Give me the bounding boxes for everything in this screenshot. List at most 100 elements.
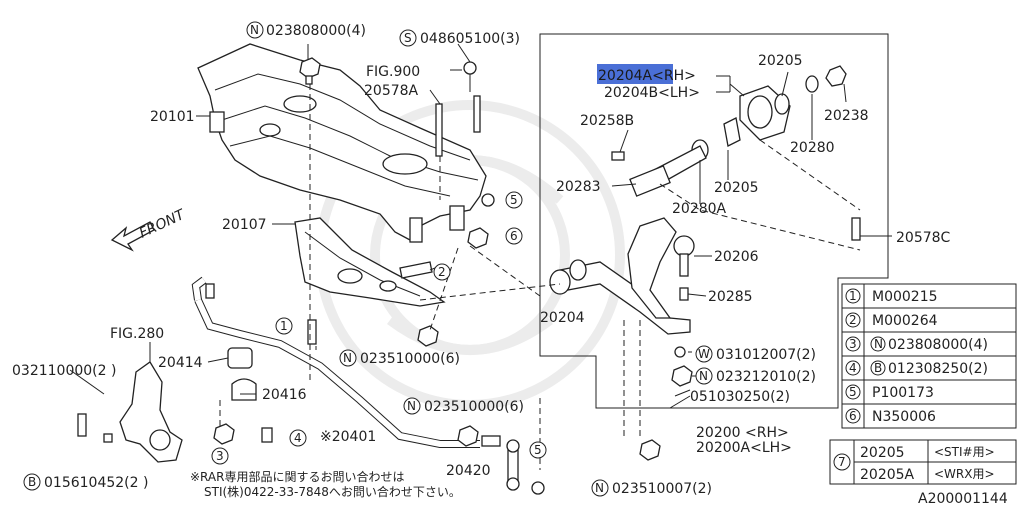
- front-label: FRONT: [137, 206, 188, 241]
- lower-arm-20200[interactable]: [549, 217, 691, 335]
- svg-text:6: 6: [849, 409, 857, 423]
- legend-7-num: 7: [838, 455, 846, 469]
- callout-20401[interactable]: ※20401: [320, 429, 376, 445]
- svg-text:1: 1: [280, 319, 288, 333]
- callout-023212010[interactable]: N 023212010(2): [695, 367, 816, 385]
- svg-text:20204A<RH>: 20204A<RH>: [598, 68, 696, 84]
- callout-20285[interactable]: 20285: [708, 289, 753, 305]
- footnote-line1: ※RAR専用部品に関するお問い合わせは: [190, 469, 404, 484]
- assembly-group-border: [539, 33, 889, 409]
- svg-text:N: N: [343, 351, 352, 365]
- callout-20205-top[interactable]: 20205: [758, 53, 803, 69]
- callout-015610452[interactable]: B 015610452(2 ): [23, 473, 148, 491]
- svg-text:023510007(2): 023510007(2): [612, 481, 712, 497]
- svg-text:N: N: [874, 337, 883, 351]
- callout-023510000-a[interactable]: N 023510000(6): [339, 349, 460, 367]
- callout-20280A[interactable]: 20280A: [672, 201, 727, 217]
- callout-20414[interactable]: 20414: [158, 355, 203, 371]
- legend-7-row-sti[interactable]: 20205 <STI#用>: [860, 445, 995, 461]
- ref-marker-3[interactable]: 3: [211, 447, 229, 465]
- knuckle-fig280[interactable]: [119, 361, 183, 463]
- svg-text:031012007(2): 031012007(2): [716, 347, 816, 363]
- svg-text:023808000(4): 023808000(4): [888, 337, 988, 353]
- svg-text:N: N: [699, 369, 708, 383]
- ref-marker-5[interactable]: 5: [529, 441, 547, 459]
- washer-20280[interactable]: [774, 65, 847, 115]
- legend-7-row-wrx[interactable]: 20205A <WRX用>: [860, 467, 995, 483]
- svg-text:6: 6: [510, 229, 518, 243]
- callout-fig280[interactable]: FIG.280: [110, 326, 164, 342]
- callout-032110000[interactable]: 032110000(2 ): [12, 363, 116, 379]
- callout-20206[interactable]: 20206: [714, 249, 759, 265]
- svg-text:023510000(6): 023510000(6): [360, 351, 460, 367]
- ref-marker-4[interactable]: 4: [289, 429, 307, 447]
- callout-20204A[interactable]: 20204A<RH>: [597, 64, 696, 84]
- callout-20101[interactable]: 20101: [150, 109, 195, 125]
- svg-text:N: N: [595, 481, 604, 495]
- svg-text:3: 3: [216, 449, 224, 463]
- callout-023510007[interactable]: N 023510007(2): [591, 479, 712, 497]
- ref-marker-6a[interactable]: 5: [505, 191, 523, 209]
- callout-023510000-b[interactable]: N 023510000(6): [403, 397, 524, 415]
- support-plate-20107[interactable]: [294, 217, 446, 307]
- callout-051030250[interactable]: 051030250(2): [690, 389, 790, 405]
- legend-7-table: 7 20205 <STI#用> 20205A <WRX用>: [829, 439, 1017, 485]
- legend-row-4[interactable]: 4 B 012308250(2): [845, 360, 988, 377]
- crossmember-20101[interactable]: [197, 43, 487, 243]
- legend-row-2[interactable]: 2 M000264: [845, 312, 938, 329]
- svg-text:20205: 20205: [860, 445, 905, 461]
- legend-row-5[interactable]: 5 P100173: [845, 384, 934, 401]
- svg-text:023808000(4): 023808000(4): [266, 23, 366, 39]
- fasteners: [77, 57, 861, 495]
- callout-048605100[interactable]: S 048605100(3): [399, 29, 520, 47]
- ref-marker-6b[interactable]: 6: [505, 227, 523, 245]
- svg-text:015610452(2 ): 015610452(2 ): [44, 475, 148, 491]
- stabilizer-bar-20401[interactable]: [191, 276, 480, 448]
- rear-bushing-20204A[interactable]: [629, 85, 791, 197]
- legend-table: 1 M000215 2 M000264 3 N 023808000(4) 4 B…: [841, 283, 1017, 429]
- svg-text:4: 4: [294, 431, 302, 445]
- svg-text:B: B: [874, 361, 882, 375]
- svg-text:5: 5: [849, 385, 857, 399]
- svg-text:012308250(2): 012308250(2): [888, 361, 988, 377]
- svg-text:023510000(6): 023510000(6): [424, 399, 524, 415]
- link-20420[interactable]: [506, 439, 520, 491]
- callout-20107[interactable]: 20107: [222, 217, 267, 233]
- callout-20205-mid[interactable]: 20205: [714, 180, 759, 196]
- callout-20200A[interactable]: 20200A<LH>: [696, 440, 792, 456]
- prefix-S: S: [404, 31, 412, 45]
- dashed-leaders: [219, 84, 861, 470]
- callout-20200[interactable]: 20200 <RH>: [696, 425, 789, 441]
- clamp-20416[interactable]: [231, 378, 257, 401]
- prefix-N: N: [250, 23, 259, 37]
- callout-20204[interactable]: 20204: [540, 310, 585, 326]
- legend-row-6[interactable]: 6 N350006: [845, 408, 936, 425]
- bushing-20414[interactable]: [227, 347, 253, 369]
- svg-text:<WRX用>: <WRX用>: [934, 467, 995, 481]
- prefix-B: B: [28, 475, 36, 489]
- callout-20578A[interactable]: 20578A: [364, 83, 419, 99]
- legend-row-1[interactable]: 1 M000215: [845, 288, 938, 305]
- callout-031012007[interactable]: W 031012007(2): [695, 345, 816, 363]
- callout-023808000[interactable]: N 023808000(4): [246, 21, 366, 39]
- ref-marker-2[interactable]: 2: [433, 263, 451, 281]
- diagram-id: A200001144: [918, 491, 1008, 507]
- callout-20280[interactable]: 20280: [790, 140, 835, 156]
- svg-text:5: 5: [510, 193, 518, 207]
- ref-marker-1[interactable]: 1: [275, 317, 293, 335]
- legend-row-3[interactable]: 3 N 023808000(4): [845, 336, 988, 353]
- ball-joint-20206[interactable]: [673, 235, 695, 277]
- callout-20238[interactable]: 20238: [824, 108, 869, 124]
- callout-20578C[interactable]: 20578C: [896, 230, 951, 246]
- callout-20420[interactable]: 20420: [446, 463, 491, 479]
- callout-fig900[interactable]: FIG.900: [366, 64, 420, 80]
- svg-text:2: 2: [849, 313, 857, 327]
- svg-text:3: 3: [849, 337, 857, 351]
- callout-20416[interactable]: 20416: [262, 387, 307, 403]
- callout-20258B[interactable]: 20258B: [580, 113, 634, 129]
- callout-20283[interactable]: 20283: [556, 179, 601, 195]
- svg-text:2: 2: [438, 265, 446, 279]
- callout-20204B[interactable]: 20204B<LH>: [604, 85, 700, 101]
- svg-text:048605100(3): 048605100(3): [420, 31, 520, 47]
